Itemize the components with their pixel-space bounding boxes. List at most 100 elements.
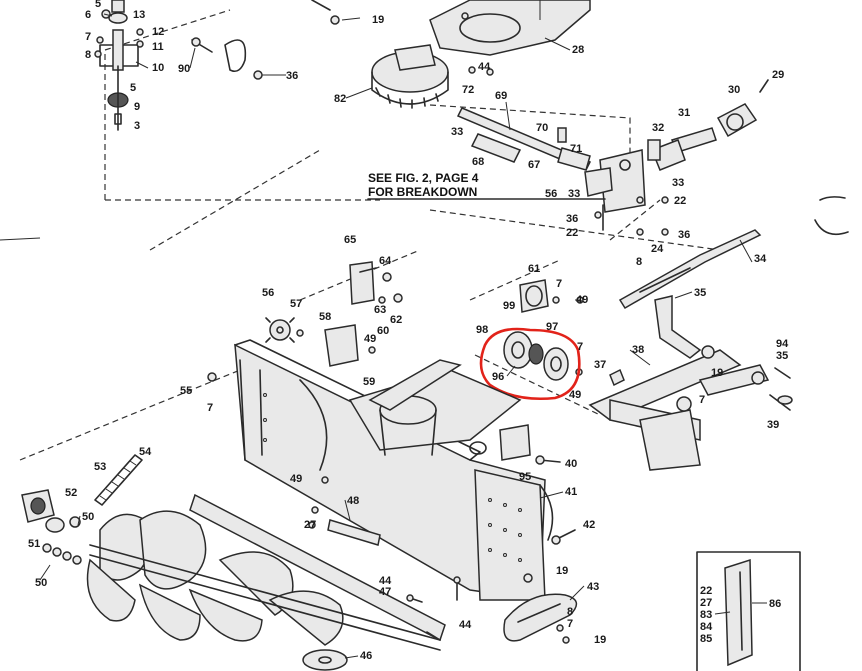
auger-assembly — [86, 510, 441, 671]
callout-70: 70 — [536, 122, 548, 134]
callout-52: 52 — [65, 487, 77, 499]
callout-7e: 7 — [207, 402, 213, 414]
callout-12: 12 — [152, 26, 164, 38]
crank-bracket — [584, 149, 646, 231]
callout-28: 28 — [572, 44, 584, 56]
callout-27: 27 — [304, 519, 316, 531]
callout-82: 82 — [334, 93, 346, 105]
callout-7c: 7 — [577, 341, 583, 353]
callout-96: 96 — [492, 371, 504, 383]
callout-44b: 44 — [379, 575, 392, 587]
callout-19: 19 — [372, 14, 384, 26]
callout-65: 65 — [344, 234, 356, 246]
callout-58: 58 — [319, 311, 331, 323]
callout-24: 24 — [651, 243, 664, 255]
skid-shoe-43 — [503, 593, 578, 642]
callout-56b: 56 — [262, 287, 274, 299]
callout-35b: 35 — [776, 350, 788, 362]
callout-36b: 36 — [566, 213, 578, 225]
callout-71: 71 — [570, 143, 582, 155]
callout-7f: 7 — [567, 618, 573, 630]
inset-box — [696, 551, 801, 671]
callout-5: 5 — [95, 0, 101, 10]
assembly-guide-lines — [19, 9, 721, 461]
callout-38: 38 — [632, 344, 644, 356]
callout-40: 40 — [565, 458, 577, 470]
lever-linkage — [588, 295, 793, 471]
bracket-90 — [191, 37, 263, 80]
callout-44: 44 — [478, 61, 491, 73]
callout-29: 29 — [772, 69, 784, 81]
callout-55: 55 — [180, 385, 192, 397]
callout-6: 6 — [85, 9, 91, 21]
callout-62: 62 — [390, 314, 402, 326]
callout-94: 94 — [776, 338, 789, 350]
scan-marks — [0, 196, 849, 241]
callout-49: 49 — [364, 333, 376, 345]
callout-44c: 44 — [459, 619, 472, 631]
callout-56: 56 — [545, 188, 557, 200]
reference-note: SEE FIG. 2, PAGE 4 FOR BREAKDOWN — [367, 171, 606, 200]
callout-49d: 49 — [290, 473, 302, 485]
callout-59: 59 — [363, 376, 375, 388]
callout-46: 46 — [360, 650, 372, 662]
callout-8b: 8 — [636, 256, 642, 268]
bolts — [311, 0, 669, 644]
callout-49b: 49 — [576, 294, 588, 306]
callout-95: 95 — [519, 471, 531, 483]
callout-67: 67 — [528, 159, 540, 171]
callout-33: 33 — [451, 126, 463, 138]
callout-85: 85 — [700, 633, 712, 645]
sprocket-57 — [207, 317, 376, 382]
callout-53: 53 — [94, 461, 106, 473]
callout-97: 97 — [546, 321, 558, 333]
highlight-circle — [479, 327, 581, 401]
callout-10: 10 — [152, 62, 164, 74]
callout-60: 60 — [377, 325, 389, 337]
callout-98: 98 — [476, 324, 488, 336]
callout-63: 63 — [374, 304, 386, 316]
callout-13: 13 — [133, 9, 145, 21]
callout-8: 8 — [85, 49, 91, 61]
callout-37: 37 — [594, 359, 606, 371]
callout-11: 11 — [152, 41, 164, 53]
note-line-1: SEE FIG. 2, PAGE 4 — [368, 171, 479, 185]
callout-19c: 19 — [556, 565, 568, 577]
washers-51 — [42, 516, 82, 565]
callout-9: 9 — [134, 101, 140, 113]
chain-53 — [94, 454, 143, 506]
crank-shafts — [456, 107, 592, 171]
callout-83: 83 — [700, 609, 712, 621]
callout-36c: 36 — [678, 229, 690, 241]
callout-41: 41 — [565, 486, 577, 498]
callout-47: 47 — [379, 586, 391, 598]
bracket-65 — [349, 261, 403, 305]
callout-50: 50 — [82, 511, 94, 523]
housing-rivets — [263, 393, 522, 562]
part-callouts: 5 13 6 19 12 7 11 8 10 5 9 3 90 36 82 44… — [28, 0, 789, 662]
bearing-assembly-96-97 — [503, 331, 583, 381]
callout-22b: 22 — [566, 227, 578, 239]
callout-3: 3 — [134, 120, 140, 132]
callout-90: 90 — [178, 63, 190, 75]
callout-33c: 33 — [672, 177, 684, 189]
callout-7d: 7 — [699, 394, 705, 406]
callout-19d: 19 — [594, 634, 606, 646]
callout-51: 51 — [28, 538, 40, 550]
control-rod-34 — [618, 229, 762, 310]
callout-54: 54 — [139, 446, 152, 458]
callout-7b: 7 — [556, 278, 562, 290]
callout-43: 43 — [587, 581, 599, 593]
leader-lines — [39, 13, 767, 659]
callout-30: 30 — [728, 84, 740, 96]
callout-22c: 22 — [700, 585, 712, 597]
bearing-housing-61 — [519, 279, 560, 313]
callout-27b: 27 — [700, 597, 712, 609]
callout-19b: 19 — [711, 367, 723, 379]
callout-33b: 33 — [568, 188, 580, 200]
callout-84: 84 — [700, 621, 713, 633]
callout-86: 86 — [769, 598, 781, 610]
callout-49c: 49 — [569, 389, 581, 401]
callout-72: 72 — [462, 84, 474, 96]
